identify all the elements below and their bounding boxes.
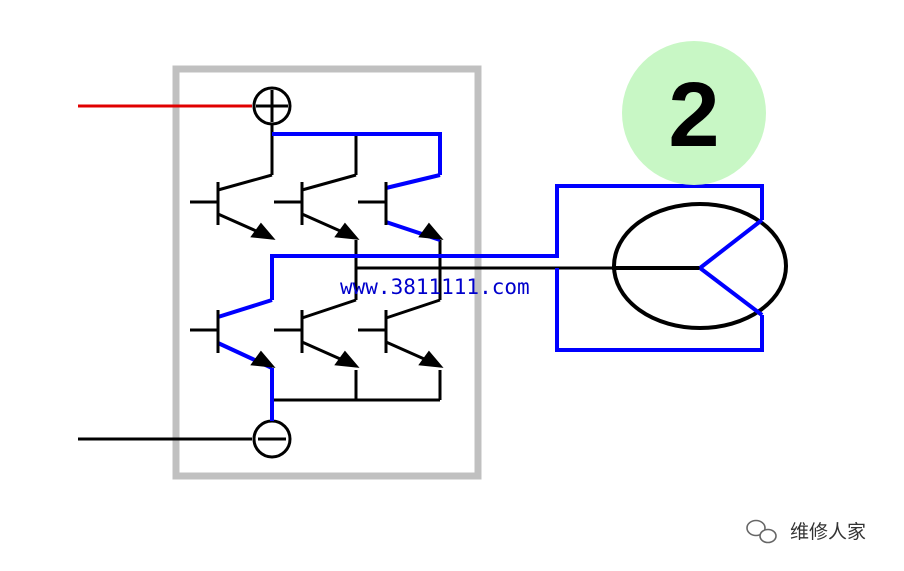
watermark-url: www.3811111.com xyxy=(340,275,530,299)
step-number: 2 xyxy=(668,64,719,166)
igbt-transistor-icon xyxy=(190,173,276,240)
three-phase-motor-icon xyxy=(612,202,788,330)
igbt-transistor-icon xyxy=(358,298,444,368)
step-badge: 2 xyxy=(622,41,766,185)
igbt-transistor-icon xyxy=(274,298,360,368)
brand-name: 维修人家 xyxy=(790,521,866,543)
step-badge-circle xyxy=(622,41,766,185)
igbt-transistor-icon xyxy=(358,182,444,240)
igbt-transistor-icon xyxy=(274,173,360,240)
positive-terminal-icon xyxy=(252,86,292,126)
inverter-module-frame xyxy=(172,65,482,480)
negative-terminal-icon xyxy=(252,419,292,459)
igbt-transistor-icon xyxy=(190,310,276,368)
wechat-icon xyxy=(746,519,777,544)
